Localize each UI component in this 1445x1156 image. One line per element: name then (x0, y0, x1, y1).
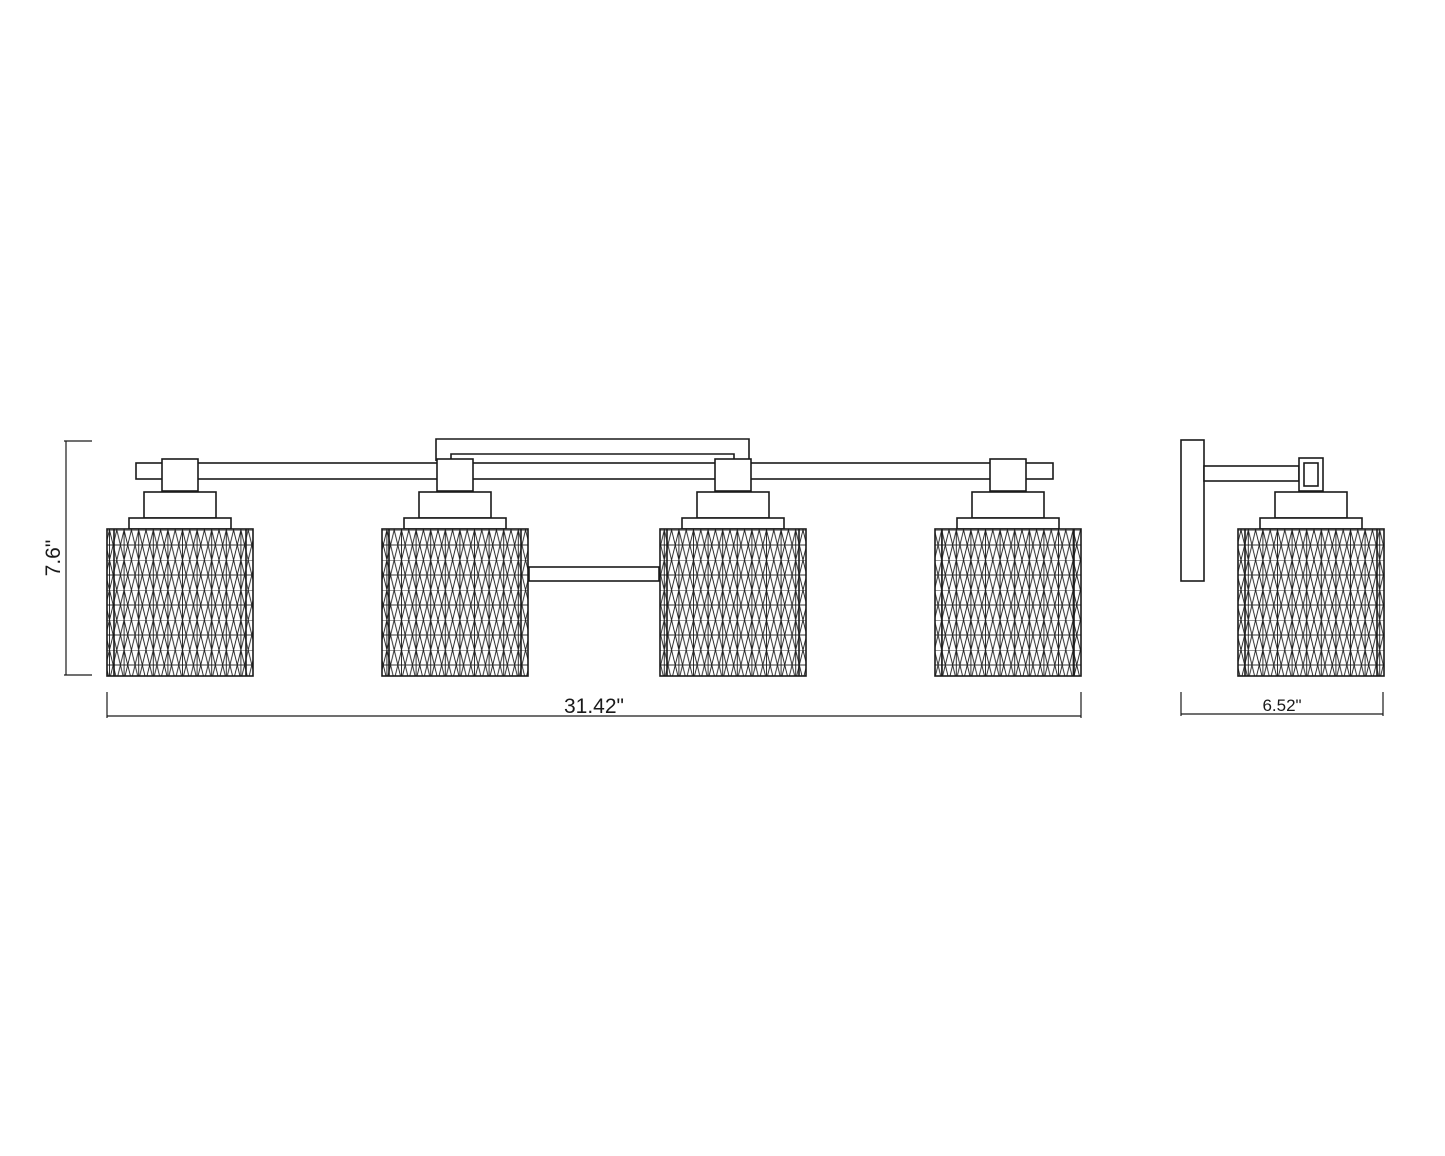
height-dimension: 7.6" (42, 440, 92, 676)
socket-cap (418, 491, 492, 519)
glass-shade (1237, 528, 1385, 677)
socket-cap (143, 491, 217, 519)
shade-unit-4 (934, 458, 1082, 677)
shade-unit-1 (106, 458, 254, 677)
wall-plate (1180, 439, 1205, 582)
socket-cap (696, 491, 770, 519)
arm-clamp (161, 458, 199, 492)
side-arm (1203, 465, 1300, 482)
socket-cap (1274, 491, 1348, 519)
lower-bar (528, 566, 660, 582)
depth-label: 6.52" (1262, 696, 1301, 715)
glass-shade (659, 528, 807, 677)
glass-shade (934, 528, 1082, 677)
arm-bar (135, 462, 1054, 480)
shade-unit-side-1 (1237, 491, 1385, 677)
width-dimension: 31.42" (106, 692, 1082, 718)
backplate (435, 438, 750, 461)
shade-unit-3 (659, 458, 807, 677)
socket-cap (971, 491, 1045, 519)
side-knuckle-inner (1303, 462, 1319, 487)
arm-clamp (714, 458, 752, 492)
shade-holder-ring (681, 517, 785, 530)
side-view (1180, 439, 1385, 677)
width-label: 31.42" (564, 695, 624, 718)
arm-clamp (989, 458, 1027, 492)
shade-holder-ring (956, 517, 1060, 530)
shade-group-side (1237, 491, 1385, 677)
glass-shade (106, 528, 254, 677)
shade-group-front (106, 458, 1082, 677)
depth-dimension: 6.52" (1180, 692, 1384, 716)
arm-clamp (436, 458, 474, 492)
shade-holder-ring (1259, 517, 1363, 530)
shade-unit-2 (381, 458, 529, 677)
shade-holder-ring (128, 517, 232, 530)
height-label: 7.6" (42, 540, 65, 577)
front-view (106, 438, 1082, 677)
shade-holder-ring (403, 517, 507, 530)
glass-shade (381, 528, 529, 677)
